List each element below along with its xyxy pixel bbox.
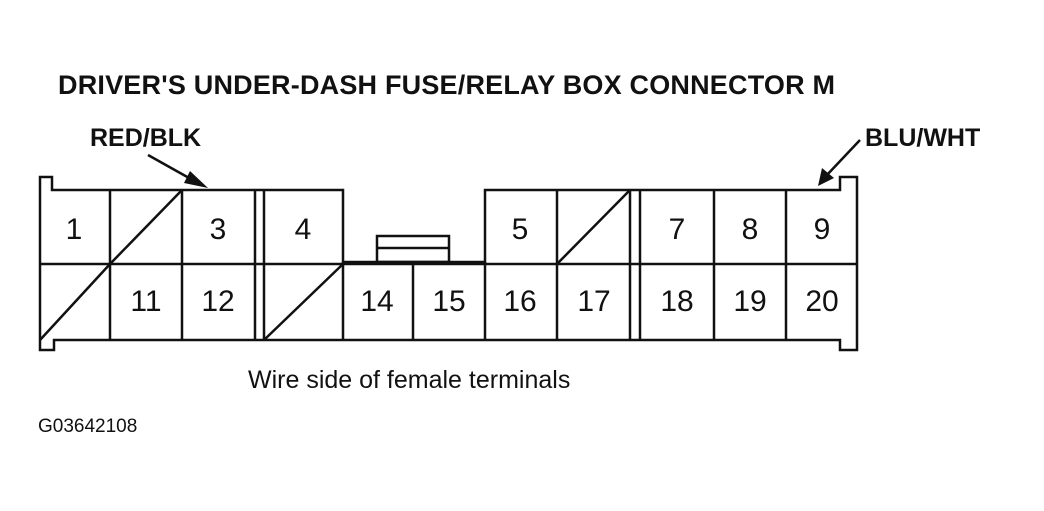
wire-label-blu-wht: BLU/WHT [865,124,981,152]
terminal-1: 1 [66,213,83,246]
terminal-9: 9 [814,213,831,246]
terminal-18: 18 [660,285,693,318]
empty-cavity-13 [263,263,344,341]
terminal-12: 12 [201,285,234,318]
terminal-3: 3 [210,213,227,246]
figure-id: G03642108 [38,416,138,437]
wire-arrows [147,139,861,188]
terminal-17: 17 [577,285,610,318]
terminal-14: 14 [360,285,393,318]
terminal-8: 8 [742,213,759,246]
empty-cavity-10 [39,263,111,341]
terminal-16: 16 [503,285,536,318]
arrow-head-blu-wht [818,168,834,186]
wire-label-red-blk: RED/BLK [90,124,202,152]
arrow-head-red-blk [184,171,208,188]
view-caption: Wire side of female terminals [248,366,571,394]
terminal-11: 11 [130,285,161,318]
terminal-19: 19 [733,285,766,318]
terminal-15: 15 [432,285,465,318]
terminal-5: 5 [512,213,529,246]
terminal-4: 4 [295,213,312,246]
empty-cavity-2 [109,189,183,265]
terminal-20: 20 [805,285,838,318]
diagram-title: DRIVER'S UNDER-DASH FUSE/RELAY BOX CONNE… [58,70,836,100]
connector-outline [38,175,859,352]
terminal-7: 7 [669,213,686,246]
empty-cavity-6 [556,189,631,265]
arrow-blu-wht [825,139,861,177]
